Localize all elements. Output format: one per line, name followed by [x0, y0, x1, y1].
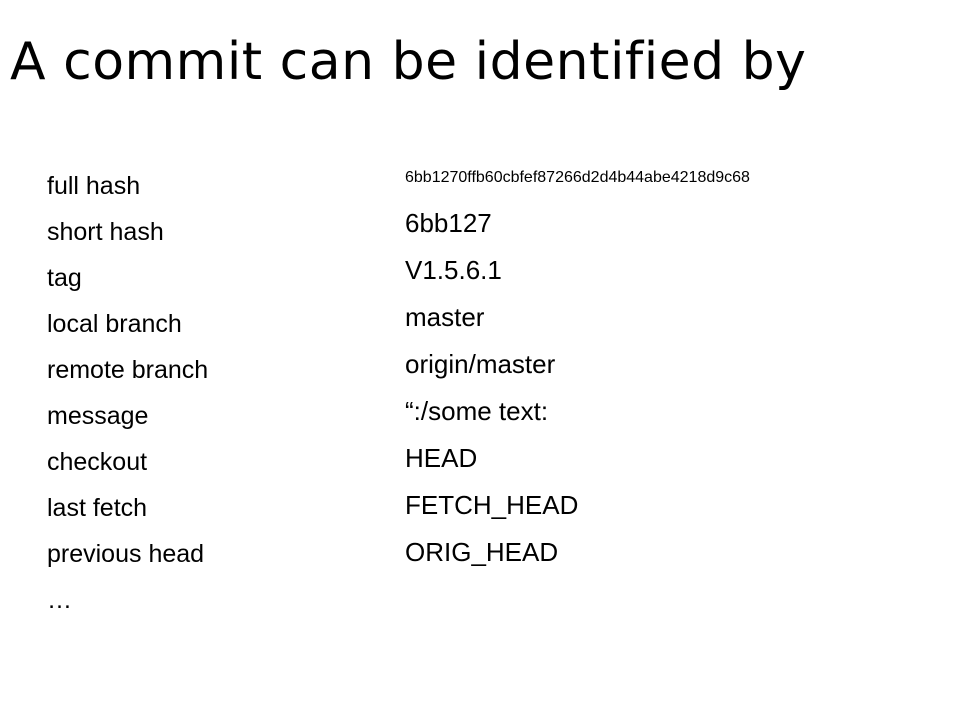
identifier-examples-list: 6bb1270ffb60cbfef87266d2d4b44abe4218d9c6… — [405, 156, 750, 576]
example-message: “:/some text: — [405, 396, 549, 426]
list-item-message: message — [47, 402, 149, 430]
slide-title: A commit can be identified by — [10, 32, 807, 92]
list-item-tag: tag — [47, 264, 82, 292]
list-item-previous-head: previous head — [47, 540, 205, 568]
list-item-remote-branch: remote branch — [47, 356, 209, 384]
example-short-hash: 6bb127 — [405, 208, 492, 238]
example-previous-head: ORIG_HEAD — [405, 537, 559, 567]
list-item-short-hash: short hash — [47, 218, 164, 246]
list-item-full-hash: full hash — [47, 172, 141, 200]
list-item-local-branch: local branch — [47, 310, 182, 338]
example-local-branch: master — [405, 302, 485, 332]
example-full-hash: 6bb1270ffb60cbfef87266d2d4b44abe4218d9c6… — [405, 169, 750, 186]
example-checkout: HEAD — [405, 443, 478, 473]
example-tag: V1.5.6.1 — [405, 255, 502, 285]
identifier-methods-list: full hash short hash tag local branch re… — [47, 163, 208, 623]
list-item-checkout: checkout — [47, 448, 148, 476]
example-last-fetch: FETCH_HEAD — [405, 490, 579, 520]
list-item-last-fetch: last fetch — [47, 494, 148, 522]
example-remote-branch: origin/master — [405, 349, 556, 379]
list-item-ellipsis: … — [47, 586, 72, 614]
